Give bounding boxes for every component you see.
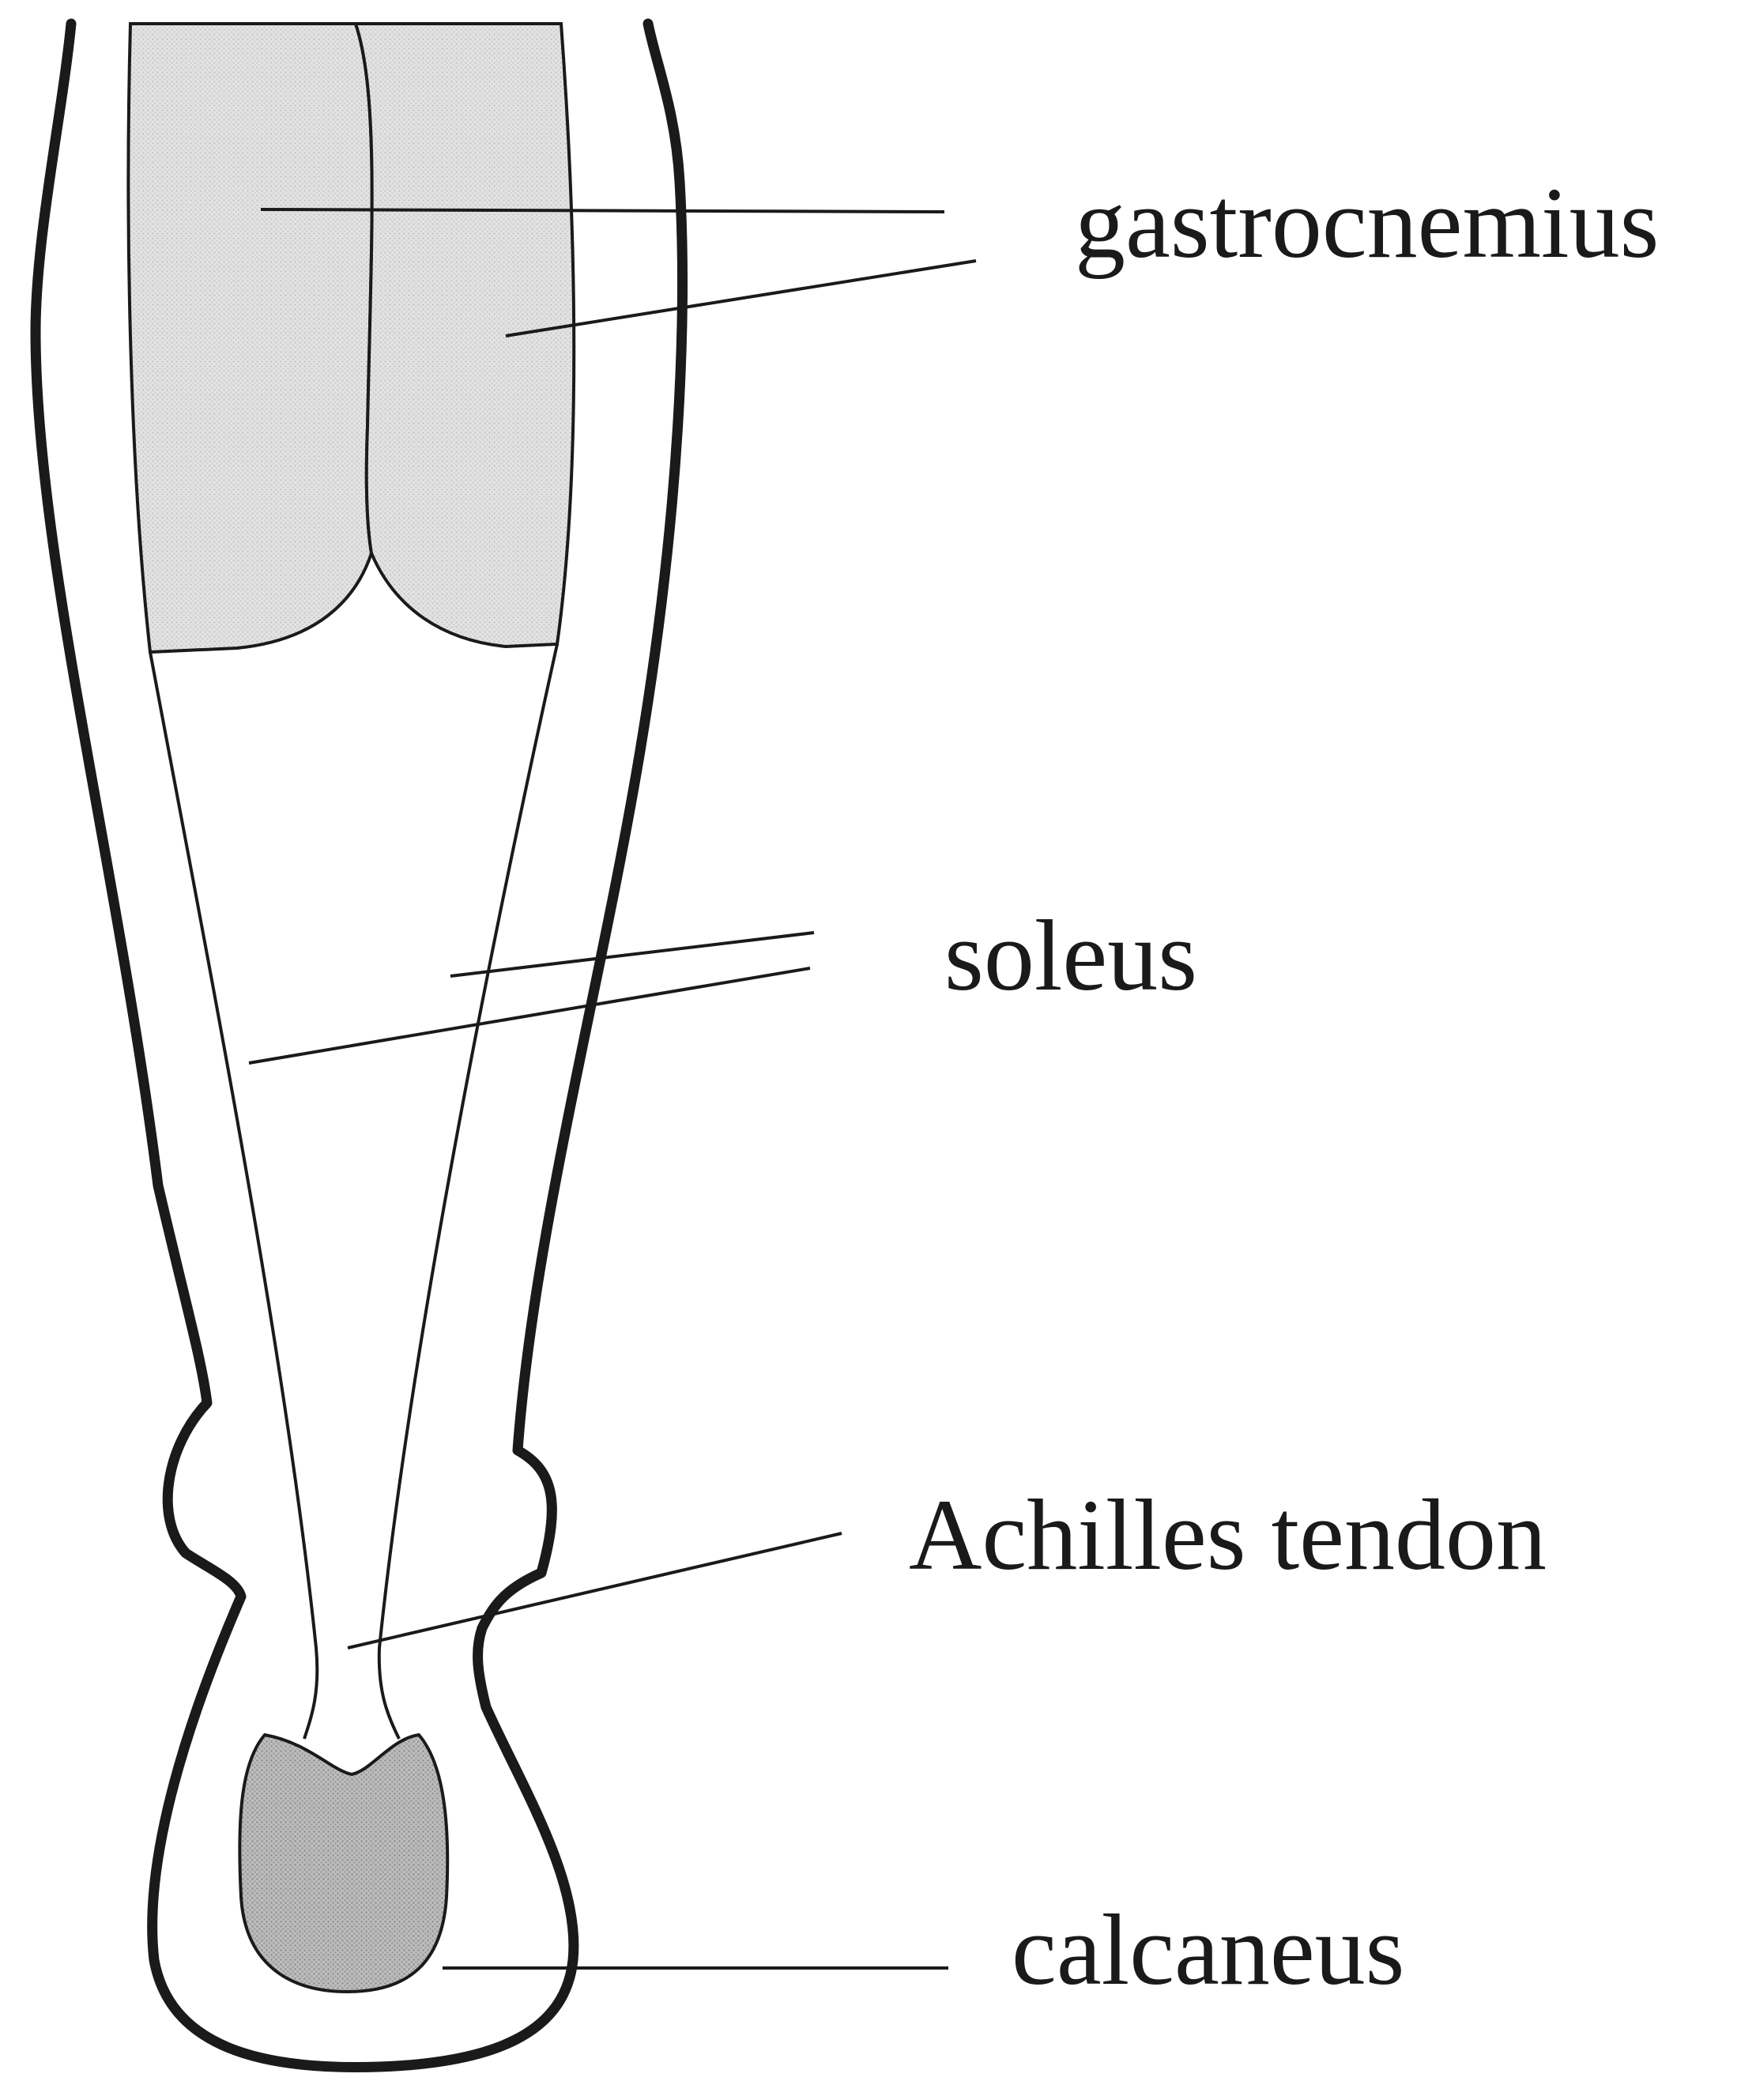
soleus-left-border (150, 652, 317, 1739)
label-achilles-tendon: Achilles tendon (909, 1479, 1547, 1591)
gastrocnemius-right-head (356, 24, 574, 647)
label-gastrocnemius: gastrocnemius (1075, 167, 1659, 279)
label-soleus: soleus (944, 899, 1197, 1012)
soleus-leader-2 (249, 968, 810, 1063)
achilles-leader (348, 1533, 842, 1648)
calcaneus-bone (239, 1735, 447, 1992)
gastrocnemius-leader-2 (506, 261, 976, 336)
soleus-leader-1 (450, 933, 814, 976)
gastrocnemius-left-head (128, 24, 371, 652)
label-calcaneus: calcaneus (1012, 1894, 1404, 2006)
